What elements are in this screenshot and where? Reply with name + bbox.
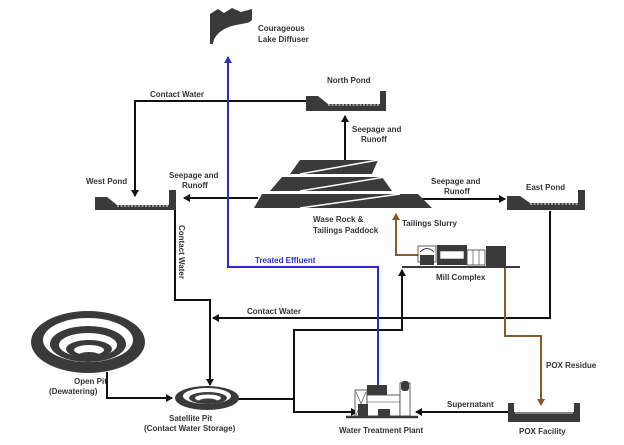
north-pond-label: North Pond bbox=[327, 76, 371, 85]
pox-facility-label: POX Facility bbox=[519, 427, 566, 436]
waste-rock-label-1: Wase Rock & bbox=[313, 215, 364, 224]
waste-rock-pile-icon bbox=[254, 159, 432, 209]
east-pond-icon bbox=[507, 190, 585, 210]
water-treatment-plant-icon bbox=[346, 381, 418, 419]
water-treatment-plant-label: Water Treatment Plant bbox=[339, 426, 424, 435]
supernatant-label: Supernatant bbox=[447, 400, 494, 409]
pox-residue-label: POX Residue bbox=[546, 361, 597, 370]
pox-facility-icon bbox=[508, 403, 580, 422]
diffuser-label-2: Lake Diffuser bbox=[258, 35, 309, 44]
lake-diffuser-icon bbox=[210, 8, 252, 44]
seepage-west-label-2: Runoff bbox=[182, 181, 208, 190]
east-pond-label: East Pond bbox=[526, 183, 565, 192]
treated-effluent-label: Treated Effluent bbox=[255, 256, 316, 265]
diffuser-label-1: Courageous bbox=[258, 24, 305, 33]
open-pit-label-1: Open Pit bbox=[74, 377, 107, 386]
flow-treated-effluent bbox=[224, 56, 379, 385]
satellite-pit-label-2: (Contact Water Storage) bbox=[144, 424, 236, 433]
flow-pox-residue bbox=[504, 268, 545, 406]
satellite-pit-label-1: Satellite Pit bbox=[169, 414, 212, 423]
flow-contact-water-west-to-satellite bbox=[174, 206, 214, 386]
satellite-pit-icon bbox=[175, 386, 239, 410]
flow-satellite-branch-to-wtp bbox=[293, 399, 358, 416]
mill-complex-label: Mill Complex bbox=[436, 273, 486, 282]
flow-satellite-to-wtp bbox=[238, 269, 406, 400]
seepage-east-label-2: Runoff bbox=[444, 187, 470, 196]
west-pond-icon bbox=[95, 190, 176, 210]
mill-complex-icon bbox=[402, 245, 520, 268]
flow-contact-water-east-to-satellite bbox=[212, 211, 551, 322]
flow-open-pit-to-satellite bbox=[106, 372, 173, 402]
contact-water-top-label: Contact Water bbox=[150, 90, 204, 99]
contact-water-middle-label: Contact Water bbox=[247, 307, 301, 316]
flow-contact-water-north-to-west bbox=[131, 100, 306, 197]
tailings-slurry-label: Tailings Slurry bbox=[402, 219, 458, 228]
seepage-west-label-1: Seepage and bbox=[169, 171, 218, 180]
contact-water-vertical-label: Contact Water bbox=[177, 225, 186, 279]
waste-rock-label-2: Tailings Paddock bbox=[313, 226, 379, 235]
open-pit-label-2: (Dewatering) bbox=[49, 387, 98, 396]
flow-tailings-slurry bbox=[392, 213, 418, 256]
seepage-north-label-1: Seepage and bbox=[352, 125, 401, 134]
seepage-north-label-2: Runoff bbox=[361, 135, 387, 144]
north-pond-icon bbox=[306, 91, 386, 111]
open-pit-icon bbox=[31, 311, 145, 373]
seepage-east-label-1: Seepage and bbox=[431, 177, 480, 186]
west-pond-label: West Pond bbox=[86, 177, 127, 186]
